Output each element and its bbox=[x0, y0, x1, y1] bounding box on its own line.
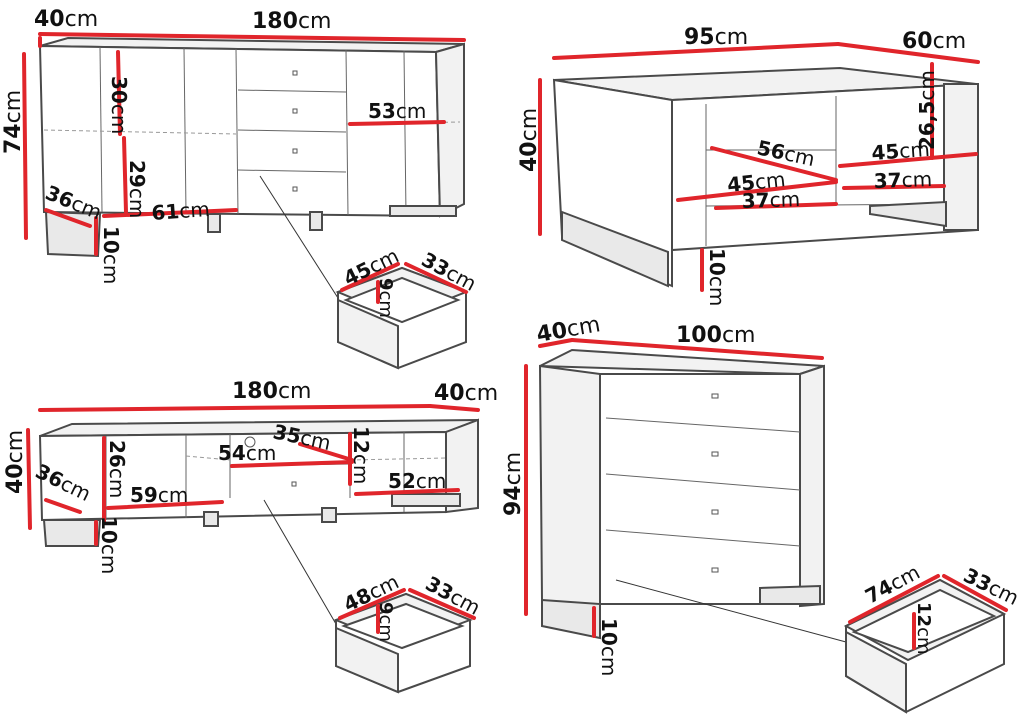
tv-stand-height-label: 40cm bbox=[3, 430, 28, 494]
sideboard-width-label: 180cm bbox=[252, 9, 331, 34]
coffee-table-right-width-label: 45cm bbox=[871, 137, 931, 165]
tv-stand-inner-height-label: 26cm bbox=[105, 440, 129, 498]
coffee-table-right-depth-label: 37cm bbox=[873, 167, 932, 193]
sideboard-depth-label: 40cm bbox=[34, 7, 98, 32]
coffee-table-width-label: 95cm bbox=[684, 25, 748, 50]
tv-stand-depth-label: 40cm bbox=[434, 381, 498, 406]
coffee-table-labels: 95cm 60cm 40cm 26,5cm 56cm 45cm 37cm 45c… bbox=[517, 25, 966, 306]
chest-drawer-height-label: 12cm bbox=[913, 602, 934, 655]
sideboard-shelf-lower-label: 29cm bbox=[125, 160, 149, 218]
tv-stand-drawer bbox=[333, 588, 476, 694]
sideboard-leg-height-label: 10cm bbox=[99, 226, 123, 284]
tv-stand-center-height-label: 12cm bbox=[349, 426, 373, 484]
coffee-table-leg-height-label: 10cm bbox=[705, 248, 729, 306]
coffee-table-drawing bbox=[538, 42, 980, 292]
coffee-table-depth-label: 60cm bbox=[902, 29, 966, 54]
sideboard-drawer bbox=[335, 262, 469, 370]
chest-leg-height-label: 10cm bbox=[597, 618, 621, 676]
sideboard-shelf-upper-label: 30cm bbox=[107, 76, 131, 134]
coffee-table-left-depth-label: 37cm bbox=[741, 187, 800, 213]
sideboard-inner-width-right-label: 53cm bbox=[368, 99, 426, 123]
coffee-table-left-width-label: 45cm bbox=[726, 167, 787, 197]
sideboard-drawer-height-label: 9cm bbox=[375, 278, 396, 318]
tv-stand-inner-width-right-label: 52cm bbox=[388, 469, 446, 493]
chest-drawer bbox=[843, 574, 1008, 714]
sideboard-drawing bbox=[22, 32, 466, 299]
tv-stand-center-width-label: 54cm bbox=[218, 441, 276, 465]
chest-width-label: 100cm bbox=[676, 323, 755, 348]
tv-stand-width-label: 180cm bbox=[232, 379, 311, 404]
chest-height-label: 94cm bbox=[501, 452, 526, 516]
tv-stand-inner-width-left-label: 59cm bbox=[130, 483, 188, 507]
coffee-table-shelf-height-label: 26,5cm bbox=[915, 70, 939, 150]
sideboard-inner-width-left-label: 61cm bbox=[151, 197, 211, 225]
sideboard-height-label: 74cm bbox=[1, 90, 26, 154]
tv-stand-drawing bbox=[26, 404, 480, 625]
tv-stand-drawer-height-label: 9cm bbox=[375, 602, 396, 642]
chest-depth-label: 40cm bbox=[535, 312, 603, 348]
chest-drawing bbox=[524, 338, 847, 643]
chest-labels: 40cm 100cm 94cm 10cm 74cm 33cm 12cm bbox=[501, 312, 1023, 676]
coffee-table-height-label: 40cm bbox=[517, 108, 542, 172]
tv-stand-leg-height-label: 10cm bbox=[97, 516, 121, 574]
